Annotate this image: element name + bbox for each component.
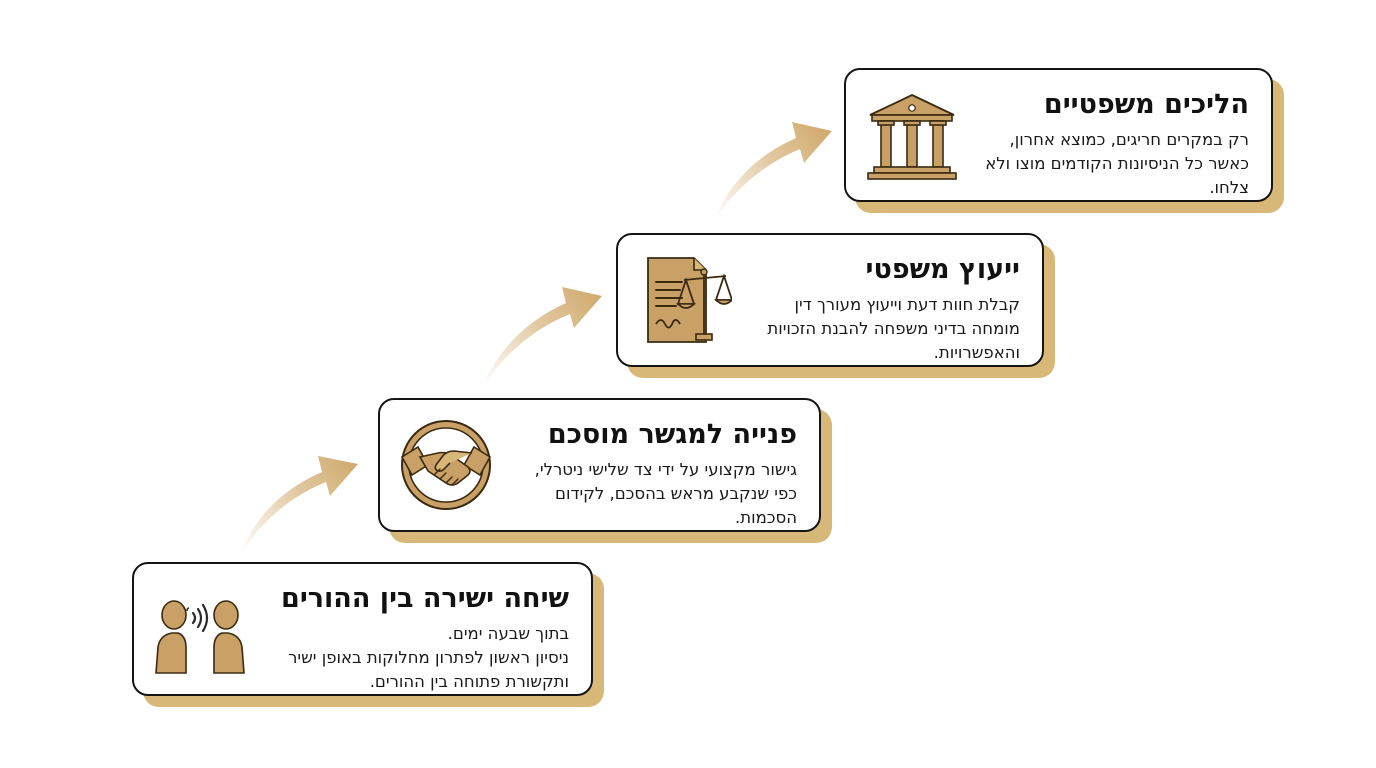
step-description-line: בתוך שבעה ימים. xyxy=(447,624,569,643)
step-description-line: כפי שנקבע מראש בהסכם, לקידום xyxy=(555,484,797,503)
handshake-icon xyxy=(398,417,494,513)
step-description: קבלת חוות דעת וייעוץ מעורך דין מומחה בדי… xyxy=(746,293,1020,365)
step-description-line: קבלת חוות דעת וייעוץ מעורך דין xyxy=(794,295,1021,314)
step-description-line: רק במקרים חריגים, כמוצא אחרון, xyxy=(1009,130,1249,149)
step-title: ייעוץ משפטי xyxy=(865,254,1020,285)
step-description-line: הסכמות. xyxy=(734,508,797,527)
step-description-line: ותקשורת פתוחה בין ההורים. xyxy=(369,672,569,691)
step-description-line: מומחה בדיני משפחה להבנת הזכויות xyxy=(767,319,1020,338)
step-card-direct-talk: שיחה ישירה בין ההורים בתוך שבעה ימים. ני… xyxy=(132,562,593,696)
step-description: רק במקרים חריגים, כמוצא אחרון, כאשר כל ה… xyxy=(974,128,1249,200)
legal-document-scales-icon xyxy=(636,252,732,348)
step-description-line: גישור מקצועי על ידי צד שלישי ניטרלי, xyxy=(534,460,797,479)
step-description: גישור מקצועי על ידי צד שלישי ניטרלי, כפי… xyxy=(508,458,797,530)
step-card-court-proceedings: הליכים משפטיים רק במקרים חריגים, כמוצא א… xyxy=(844,68,1273,202)
arrow-step1-to-step2 xyxy=(240,456,358,555)
step-description-line: והאפשרויות. xyxy=(933,343,1020,362)
arrow-step3-to-step4 xyxy=(713,122,832,222)
step-card-mediator: פנייה למגשר מוסכם גישור מקצועי על ידי צד… xyxy=(378,398,821,532)
step-description: בתוך שבעה ימים. ניסיון ראשון לפתרון מחלו… xyxy=(262,622,569,694)
step-description-line: צלחו. xyxy=(1209,178,1249,197)
arrow-step2-to-step3 xyxy=(482,287,602,388)
step-title: שיחה ישירה בין ההורים xyxy=(281,583,569,614)
talking-people-icon xyxy=(152,581,248,677)
step-description-line: כאשר כל הניסיונות הקודמים מוצו ולא xyxy=(985,154,1249,173)
courthouse-icon xyxy=(864,87,960,183)
step-title: הליכים משפטיים xyxy=(1043,89,1249,120)
step-card-legal-advice: ייעוץ משפטי קבלת חוות דעת וייעוץ מעורך ד… xyxy=(616,233,1044,367)
step-description-line: ניסיון ראשון לפתרון מחלוקות באופן ישיר xyxy=(288,648,569,667)
step-title: פנייה למגשר מוסכם xyxy=(547,419,797,450)
